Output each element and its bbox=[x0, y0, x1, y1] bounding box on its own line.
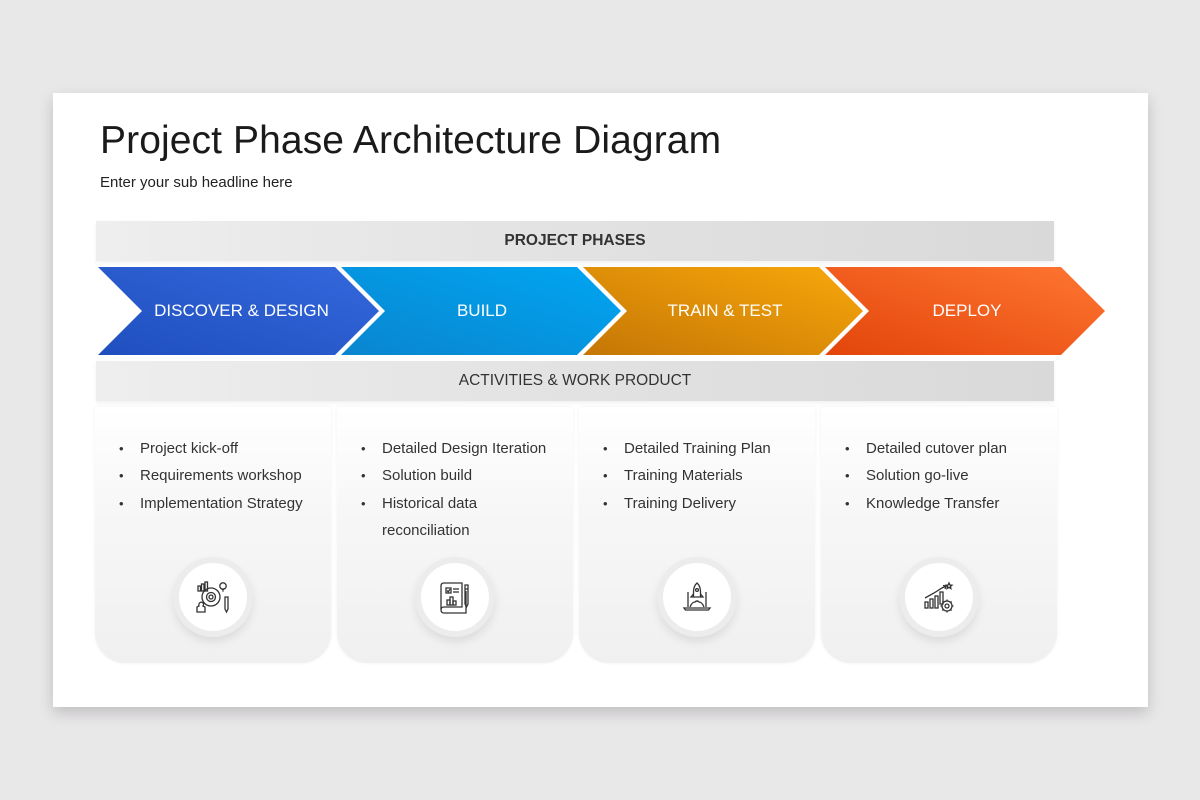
list-item: Training Materials bbox=[603, 462, 807, 490]
activities-band: ACTIVITIES & WORK PRODUCT bbox=[96, 361, 1054, 401]
page-title: Project Phase Architecture Diagram bbox=[100, 119, 722, 162]
activities-label: ACTIVITIES & WORK PRODUCT bbox=[458, 372, 692, 389]
list-item: Solution build bbox=[361, 462, 565, 490]
list-item: Implementation Strategy bbox=[119, 490, 323, 518]
list-item: Historical data reconciliation bbox=[361, 490, 565, 545]
chevron-shape bbox=[583, 267, 863, 355]
phase-label: DEPLOY bbox=[932, 301, 1002, 320]
list-item: Detailed Training Plan bbox=[603, 435, 807, 463]
icon-badge bbox=[421, 563, 489, 631]
activity-list: Detailed Training Plan Training Material… bbox=[603, 435, 807, 517]
blueprint-icon bbox=[440, 582, 469, 614]
icon-badge bbox=[905, 563, 973, 631]
activity-list: Detailed Design Iteration Solution build… bbox=[361, 435, 565, 544]
activity-list: Project kick-off Requirements workshop I… bbox=[119, 435, 323, 517]
activity-cards: Project kick-off Requirements workshop I… bbox=[95, 407, 1057, 663]
phase-chevron-deploy: DEPLOY bbox=[821, 265, 1107, 357]
chevron-shape bbox=[341, 267, 621, 355]
list-item: Training Delivery bbox=[603, 490, 807, 518]
icon-badge bbox=[663, 563, 731, 631]
activity-card-train-test: Detailed Training Plan Training Material… bbox=[579, 407, 815, 663]
phase-label: DISCOVER & DESIGN bbox=[154, 301, 329, 320]
strategy-icon bbox=[196, 581, 229, 614]
phase-chevron-build: BUILD bbox=[337, 265, 623, 357]
activity-list: Detailed cutover plan Solution go-live K… bbox=[845, 435, 1049, 517]
phase-label: BUILD bbox=[456, 301, 508, 320]
list-item: Project kick-off bbox=[119, 435, 323, 463]
icon-badge bbox=[179, 563, 247, 631]
activity-card-discover-design: Project kick-off Requirements workshop I… bbox=[95, 407, 331, 663]
phase-chevron-discover-design: DISCOVER & DESIGN bbox=[96, 265, 381, 357]
phase-chevrons: DISCOVER & DESIGN BUILD TRAIN & TEST bbox=[96, 265, 1106, 357]
chevron-shape bbox=[825, 267, 1105, 355]
list-item: Requirements workshop bbox=[119, 462, 323, 490]
slide: Project Phase Architecture Diagram Enter… bbox=[53, 93, 1148, 707]
phase-chevron-train-test: TRAIN & TEST bbox=[579, 265, 865, 357]
activity-card-deploy: Detailed cutover plan Solution go-live K… bbox=[821, 407, 1057, 663]
growth-chart-gear-icon bbox=[924, 581, 954, 613]
list-item: Solution go-live bbox=[845, 462, 1049, 490]
activity-card-build: Detailed Design Iteration Solution build… bbox=[337, 407, 573, 663]
list-item: Knowledge Transfer bbox=[845, 490, 1049, 518]
chevron-shape bbox=[98, 267, 379, 355]
rocket-laptop-icon bbox=[682, 582, 712, 611]
project-phases-band: PROJECT PHASES bbox=[96, 221, 1054, 261]
phase-label: TRAIN & TEST bbox=[667, 301, 783, 320]
list-item: Detailed Design Iteration bbox=[361, 435, 565, 463]
project-phases-label: PROJECT PHASES bbox=[504, 232, 646, 249]
page-subtitle: Enter your sub headline here bbox=[100, 174, 293, 191]
list-item: Detailed cutover plan bbox=[845, 435, 1049, 463]
